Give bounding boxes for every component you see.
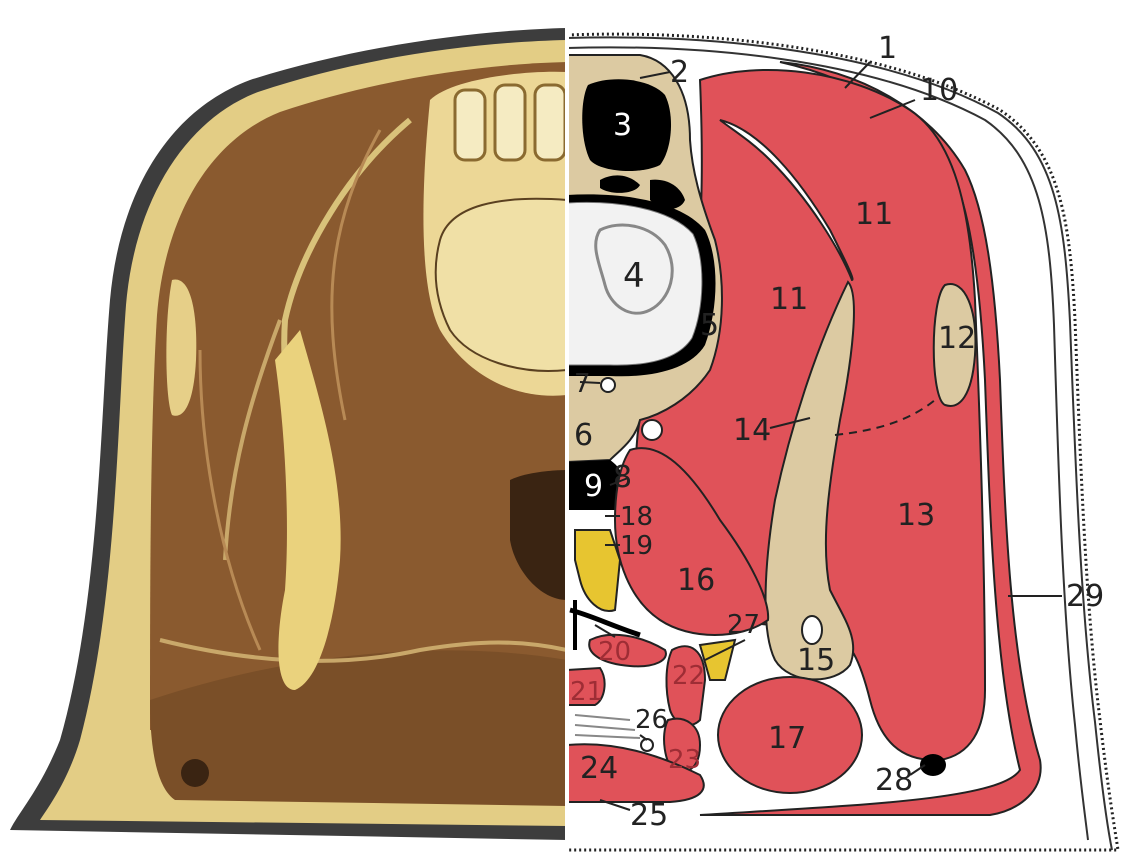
mandibular-canal [802, 616, 822, 644]
label-23: 23 [668, 745, 701, 775]
label-21: 21 [570, 677, 603, 707]
label-1: 1 [878, 31, 897, 66]
label-11a: 11 [770, 282, 808, 317]
vessel-26 [641, 739, 653, 751]
label-19: 19 [620, 531, 653, 561]
label-16: 16 [677, 563, 715, 598]
photo-sinus [455, 90, 485, 160]
label-12: 12 [938, 321, 976, 356]
label-27: 27 [727, 610, 760, 640]
photo-sinus [495, 85, 525, 160]
label-9: 9 [584, 469, 603, 504]
photo-sinus [535, 85, 565, 160]
label-4: 4 [623, 256, 645, 296]
label-3: 3 [613, 108, 632, 143]
label-26: 26 [635, 705, 668, 735]
label-22: 22 [672, 661, 705, 691]
label-5: 5 [700, 308, 719, 343]
label-20: 20 [598, 637, 631, 667]
photograph-panel [10, 28, 567, 840]
label-17: 17 [768, 721, 806, 756]
label-25: 25 [630, 798, 668, 833]
label-6: 6 [574, 418, 593, 453]
label-15: 15 [797, 643, 835, 678]
label-7: 7 [574, 369, 591, 399]
label-28: 28 [875, 763, 913, 798]
label-29: 29 [1066, 579, 1104, 614]
label-10: 10 [920, 73, 958, 108]
label-13: 13 [897, 498, 935, 533]
label-14: 14 [733, 413, 771, 448]
vessel-ring [642, 420, 662, 440]
label-18: 18 [620, 502, 653, 532]
label-2: 2 [670, 55, 689, 90]
label-11b: 11 [855, 197, 893, 232]
label-24: 24 [580, 751, 618, 786]
label-8: 8 [613, 460, 632, 495]
photo-vessel [181, 759, 209, 787]
foramen [601, 378, 615, 392]
